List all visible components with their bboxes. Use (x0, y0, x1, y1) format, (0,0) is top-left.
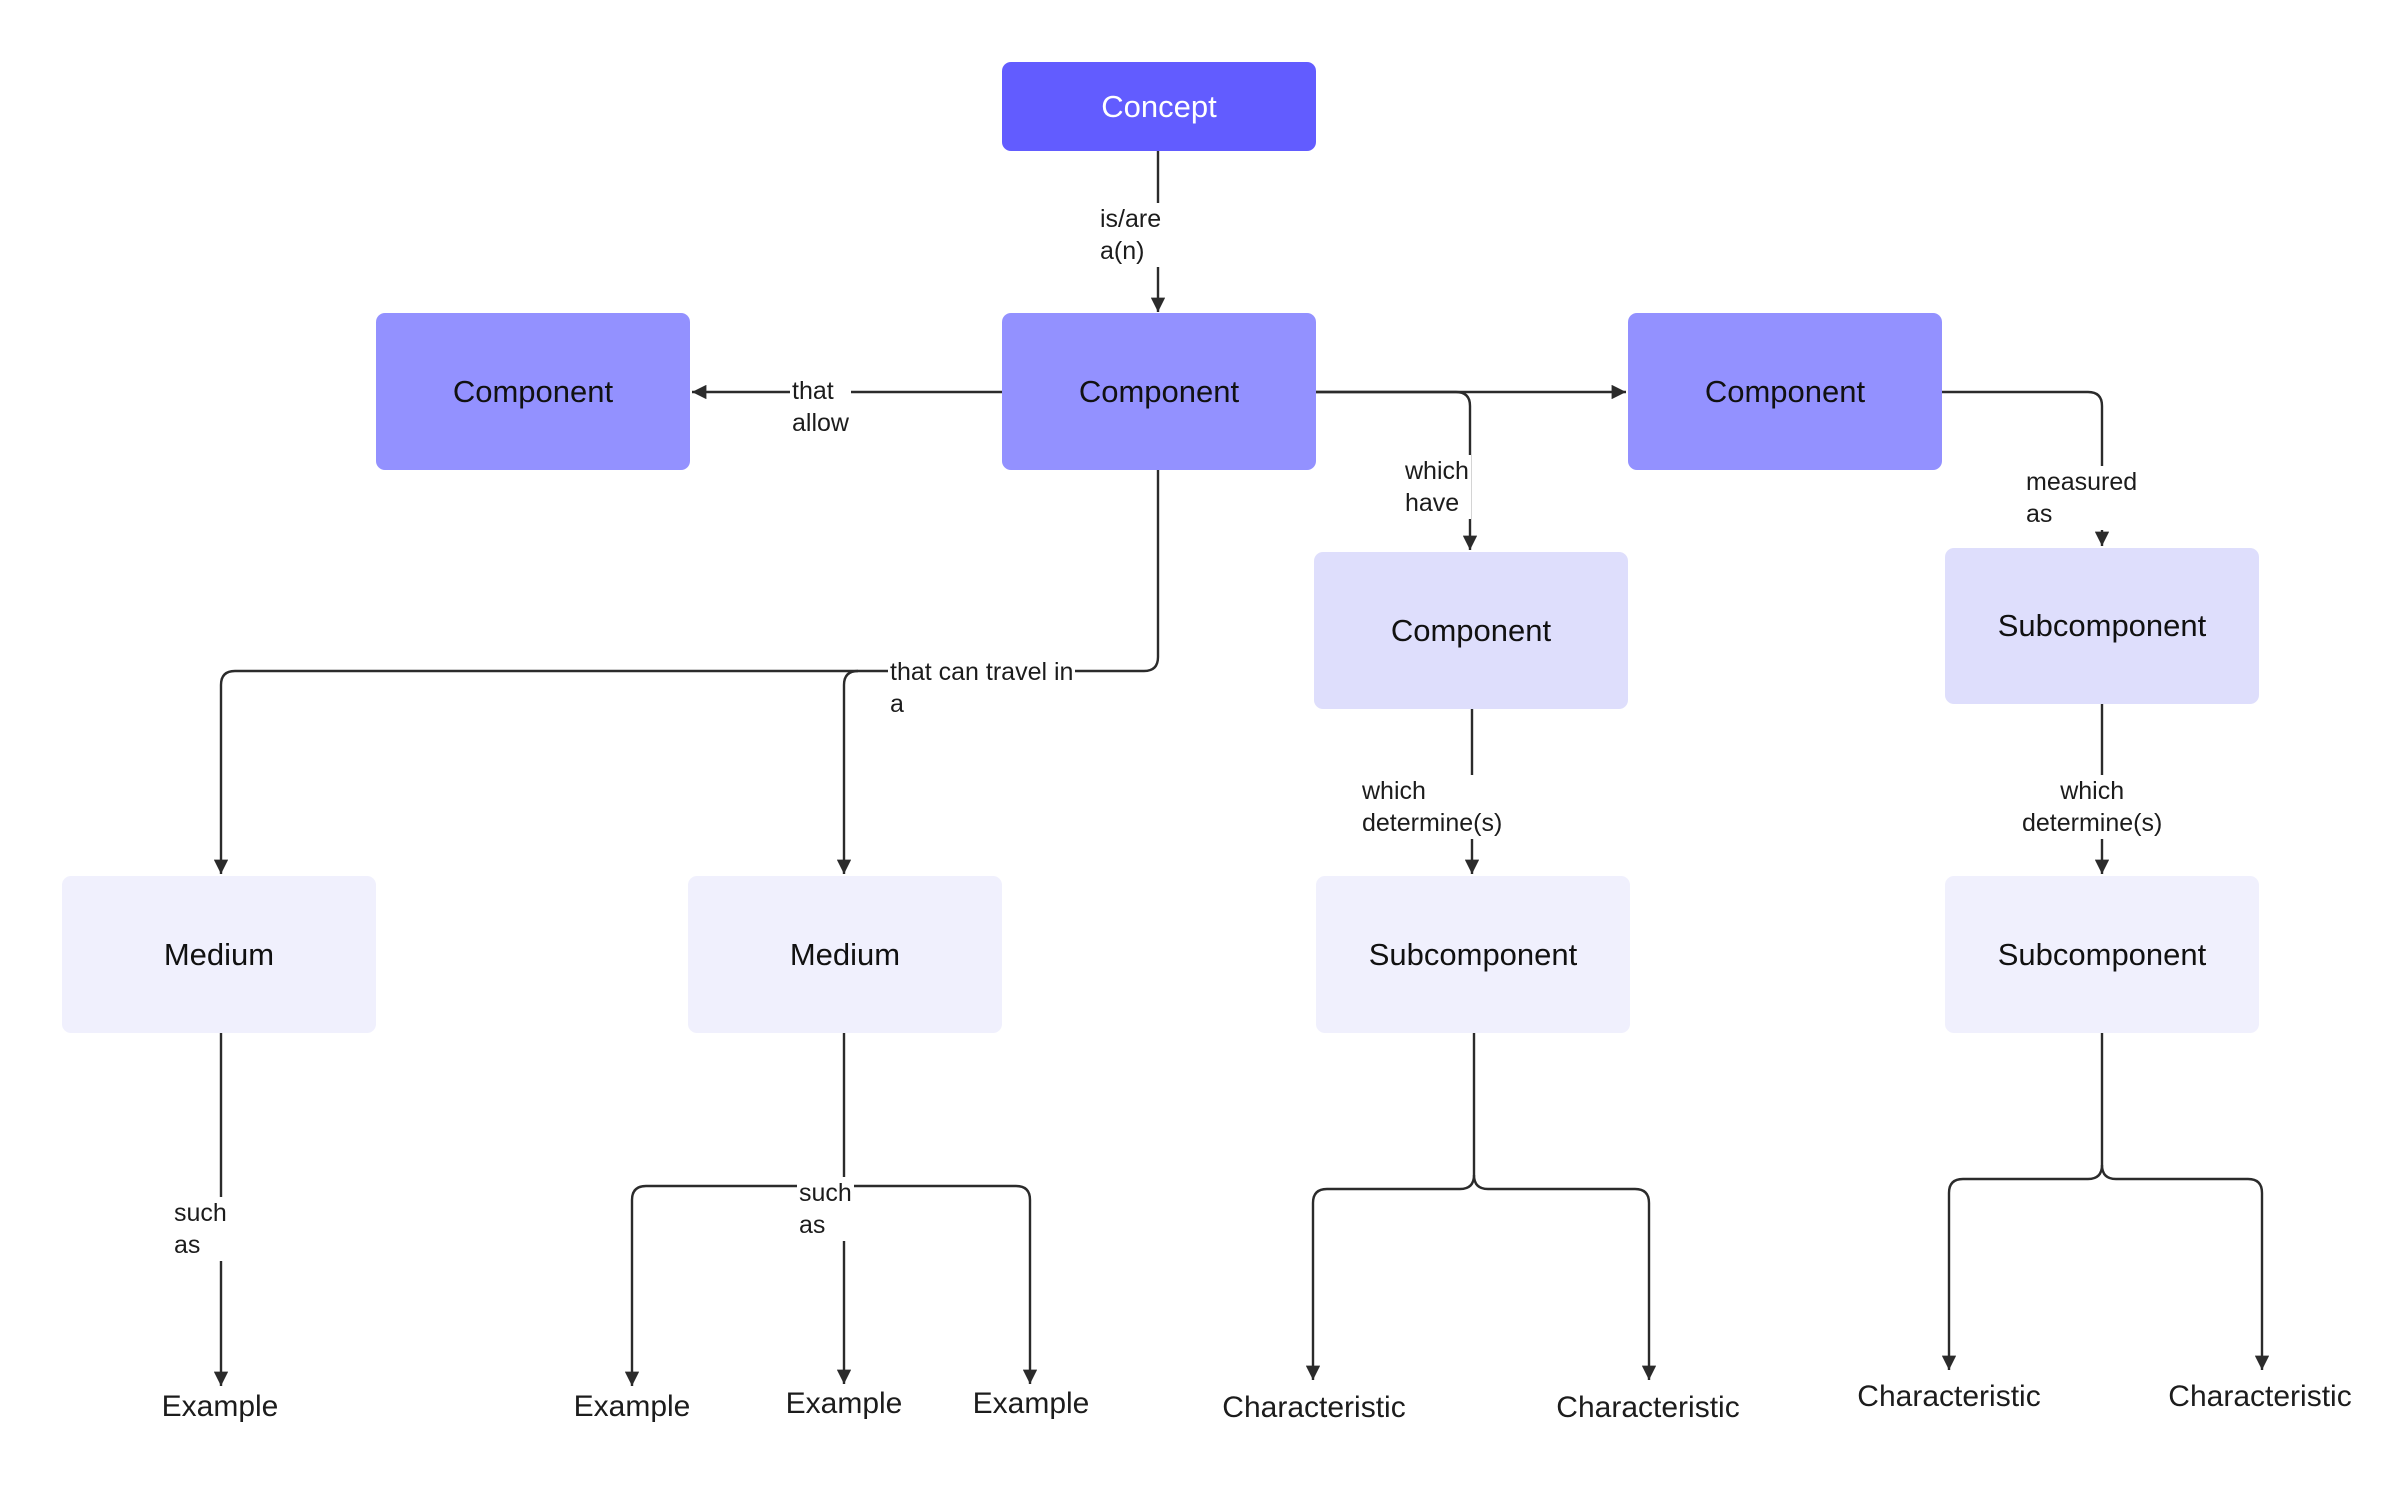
edge-label-line: a (890, 690, 904, 718)
edge-label-line: have (1405, 489, 1460, 517)
edge-label-is-are: is/are a(n) (1098, 203, 1164, 267)
subcomponent-node-center[interactable]: Subcomponent (1316, 876, 1630, 1033)
component-node-lower[interactable]: Component (1314, 552, 1628, 709)
connector-subcomponent-to-characteristic-right (1472, 1174, 1657, 1380)
connector-component-to-subcomponent-upper (1942, 390, 2110, 546)
edge-label-line: determine(s) (2022, 809, 2163, 837)
edge-label-line: determine(s) (1362, 809, 1503, 837)
edge-label-which-determine-right: which determine(s) (2020, 775, 2165, 839)
edge-label-line: that (792, 377, 834, 405)
characteristic-label-1: Characteristic (1222, 1391, 1406, 1424)
component-node-right[interactable]: Component (1628, 313, 1942, 470)
example-label-3: Example (785, 1387, 903, 1420)
example-label-1: Example (161, 1390, 279, 1423)
edge-label-line: as (174, 1231, 201, 1259)
medium-node-left[interactable]: Medium (62, 876, 376, 1033)
component-node-center[interactable]: Component (1002, 313, 1316, 470)
edge-label-line: which (1405, 457, 1469, 485)
edge-label-line: that can travel in (890, 658, 1074, 686)
medium-node-right[interactable]: Medium (688, 876, 1002, 1033)
connector-medium-right-to-example-right (844, 1184, 1038, 1384)
connector-subcomponent-lower-to-characteristic-right (2100, 1164, 2270, 1370)
edge-label-that-allow: that allow (790, 375, 851, 439)
example-label-4: Example (972, 1387, 1090, 1420)
connector-medium-right-to-example-left (624, 1184, 844, 1386)
connector-subcomponent-to-characteristic-left (1305, 1033, 1476, 1380)
edge-label-line: such (174, 1199, 227, 1227)
connector-subcomponent-lower-to-characteristic-left (1941, 1033, 2104, 1370)
edge-label-measured-as: measured as (2024, 466, 2140, 530)
connector-component-to-component-lower (1316, 390, 1478, 550)
subcomponent-node-lower-right[interactable]: Subcomponent (1945, 876, 2259, 1033)
connector-component-to-medium-left (213, 470, 1160, 874)
edge-label-line: such (799, 1179, 852, 1207)
characteristic-label-3: Characteristic (1857, 1380, 2041, 1413)
edge-label-line: measured (2026, 468, 2138, 496)
concept-node[interactable]: Concept (1002, 62, 1316, 151)
characteristic-label-4: Characteristic (2168, 1380, 2352, 1413)
example-label-2: Example (573, 1390, 691, 1423)
edge-label-line: allow (792, 409, 849, 437)
edge-label-line: a(n) (1100, 237, 1145, 265)
edge-label-line: which (2060, 777, 2125, 805)
connector-component-to-medium-right (836, 669, 859, 874)
edge-label-line: as (2026, 500, 2053, 528)
edge-label-such-as-right: such as (797, 1177, 854, 1241)
edge-label-travel-in: that can travel in a (888, 656, 1076, 720)
edge-label-which-determine-center: which determine(s) (1360, 775, 1505, 839)
edge-label-line: is/are (1100, 205, 1162, 233)
edge-label-which-have: which have (1403, 455, 1471, 519)
edge-label-such-as-left: such as (172, 1197, 229, 1261)
component-node-left[interactable]: Component (376, 313, 690, 470)
characteristic-label-2: Characteristic (1556, 1391, 1740, 1424)
edge-label-line: as (799, 1211, 826, 1239)
subcomponent-node-upper-right[interactable]: Subcomponent (1945, 548, 2259, 704)
edge-label-line: which (1362, 777, 1426, 805)
